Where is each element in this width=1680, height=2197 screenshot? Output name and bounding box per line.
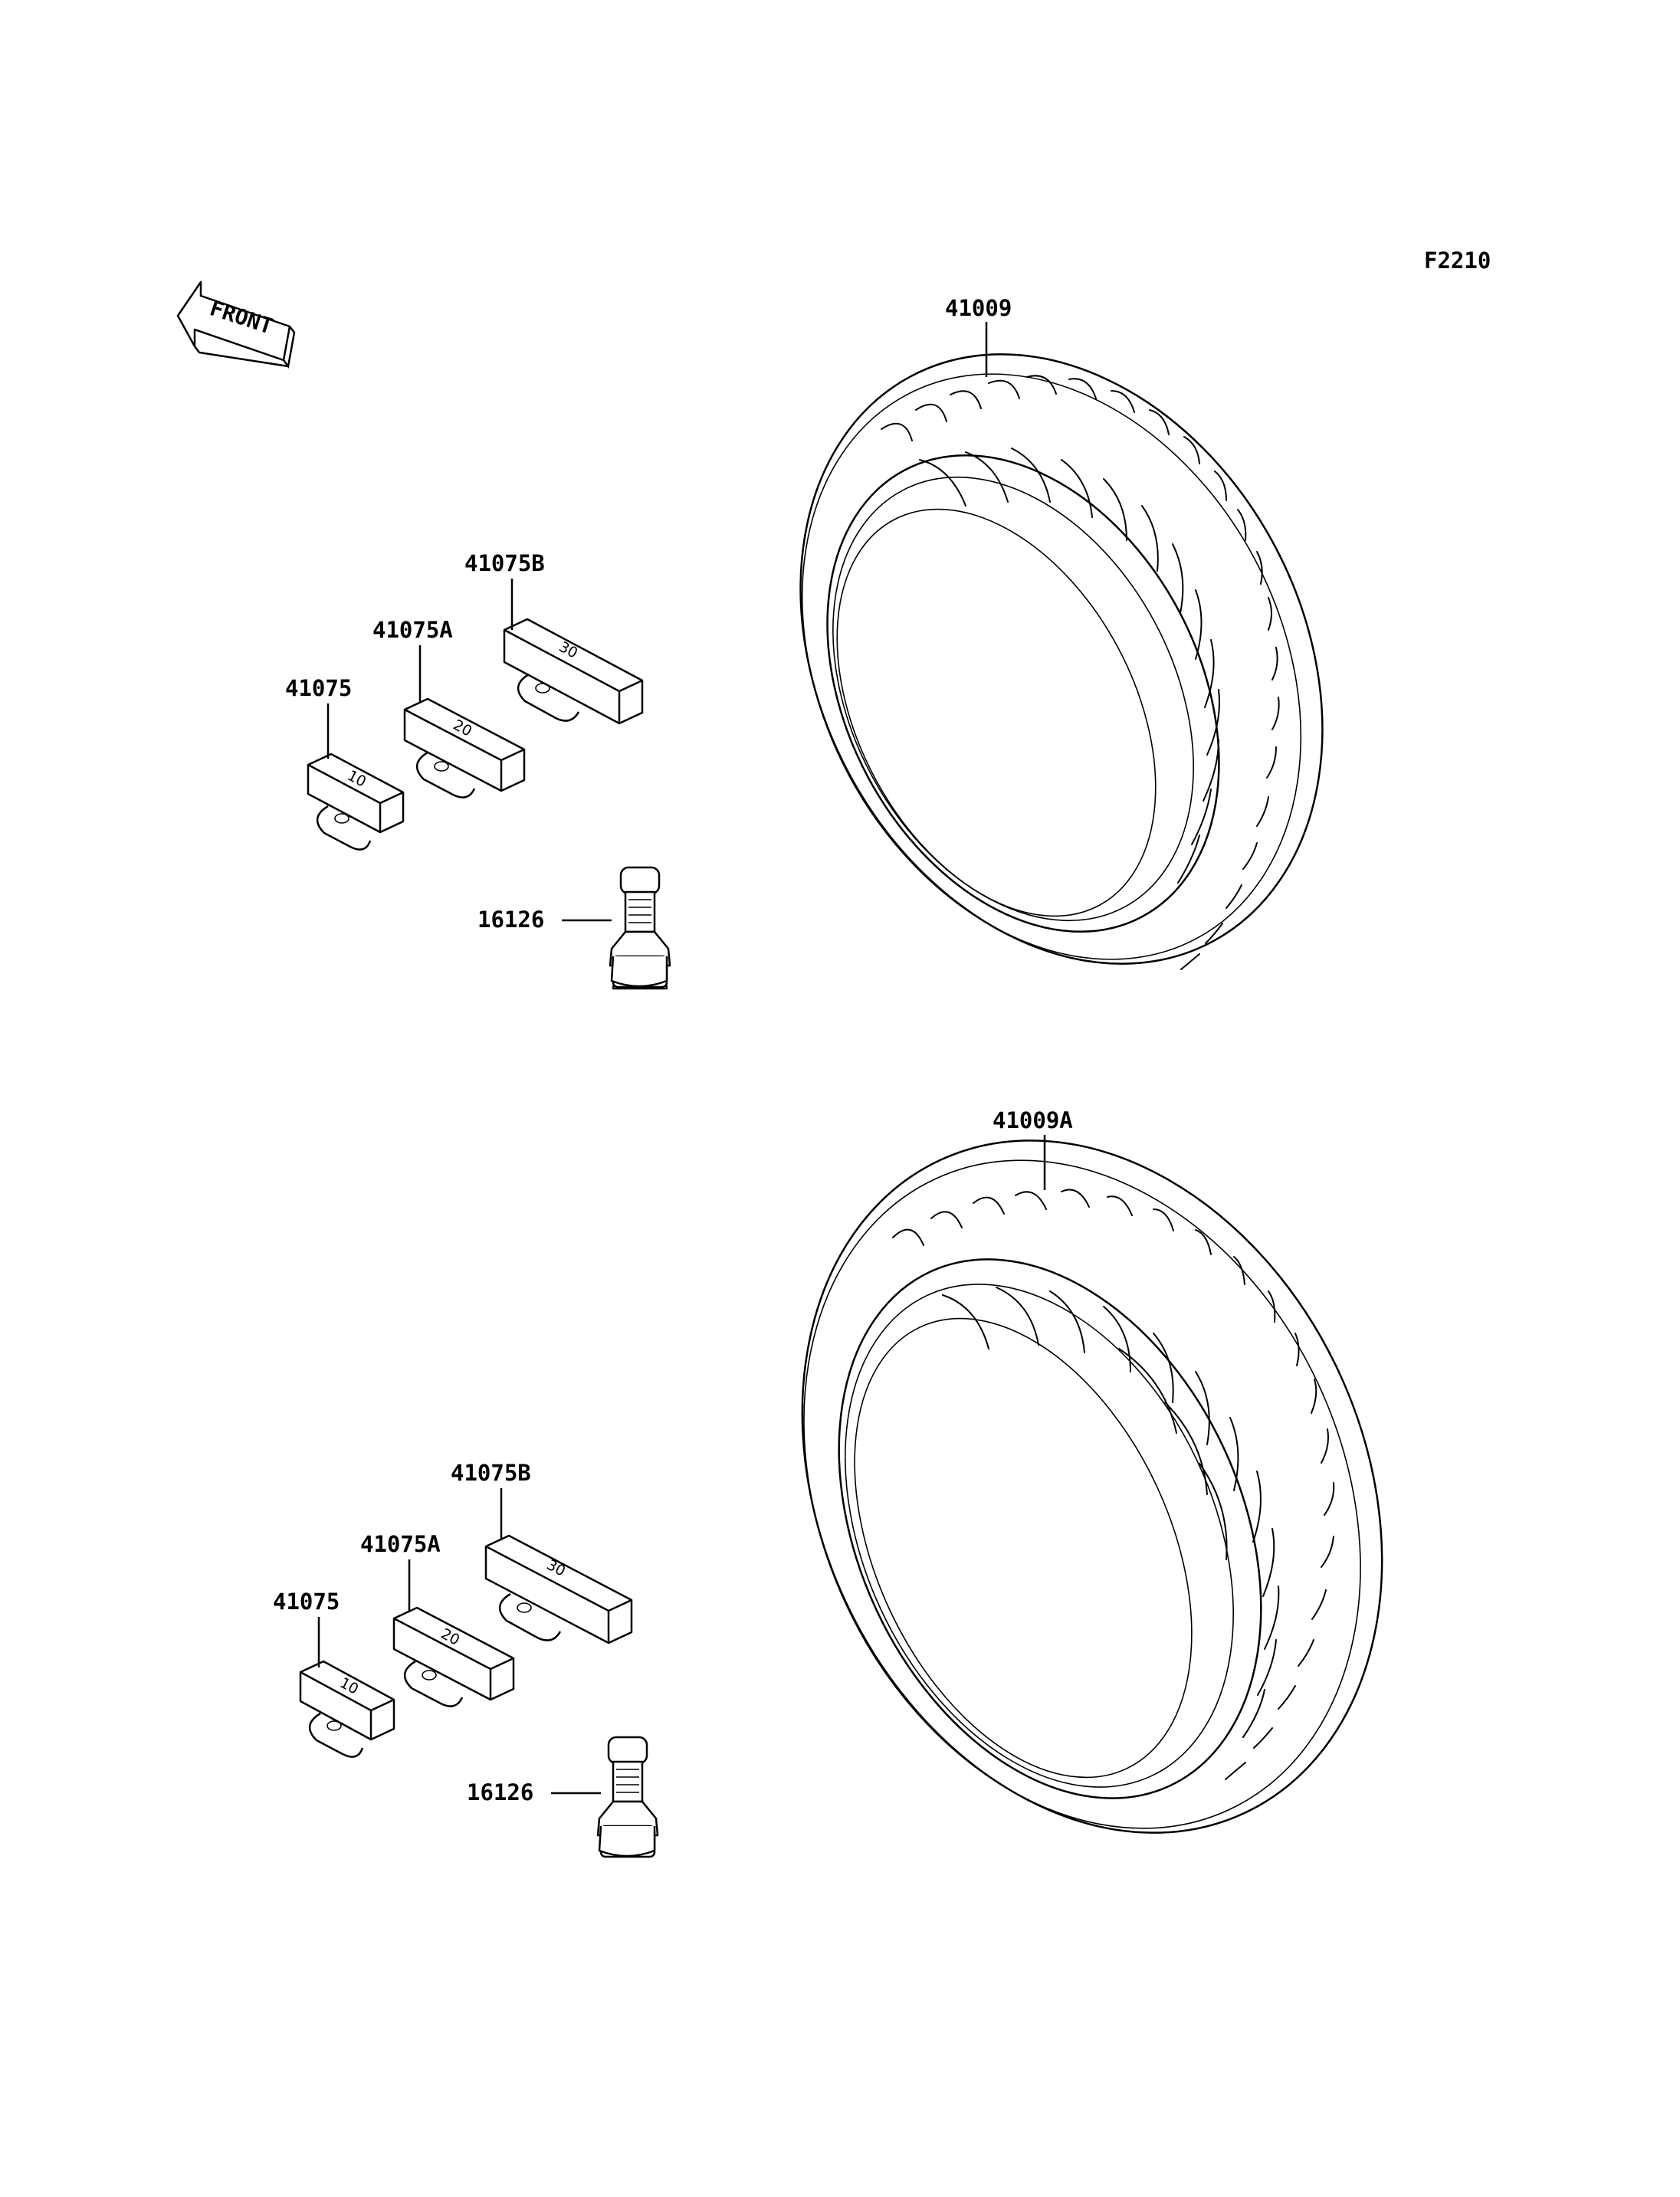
front-weight-20-label: 41075A	[372, 617, 453, 643]
rear-weight-10-label: 41075	[273, 1589, 340, 1615]
front-arrow-icon: FRONT	[176, 280, 296, 369]
front-weight-30-label: 41075B	[464, 550, 545, 576]
rear-weight-10: 10	[299, 1660, 395, 1758]
rear-tire	[801, 1139, 1383, 1834]
rear-tread-pattern	[892, 1189, 1335, 1780]
rear-tire-label: 41009A	[993, 1107, 1073, 1133]
front-tire	[799, 353, 1324, 970]
front-tread-pattern	[881, 375, 1280, 970]
rear-weight-20: 20	[392, 1606, 515, 1707]
front-valve-label: 16126	[477, 907, 544, 933]
front-weight-10-label: 41075	[285, 675, 352, 701]
front-weight-10: 10	[307, 753, 405, 851]
front-tire-label: 41009	[945, 295, 1012, 321]
rear-weight-30: 30	[484, 1534, 633, 1644]
front-weight-30: 30	[503, 618, 644, 725]
rear-valve	[596, 1736, 659, 1858]
rear-valve-label: 16126	[467, 1779, 533, 1805]
rear-weight-20-label: 41075A	[360, 1531, 441, 1557]
front-valve	[609, 866, 671, 990]
rear-weight-30-label: 41075B	[451, 1460, 531, 1486]
figure-code: F2210	[1424, 248, 1491, 274]
front-weight-20: 20	[403, 697, 526, 798]
